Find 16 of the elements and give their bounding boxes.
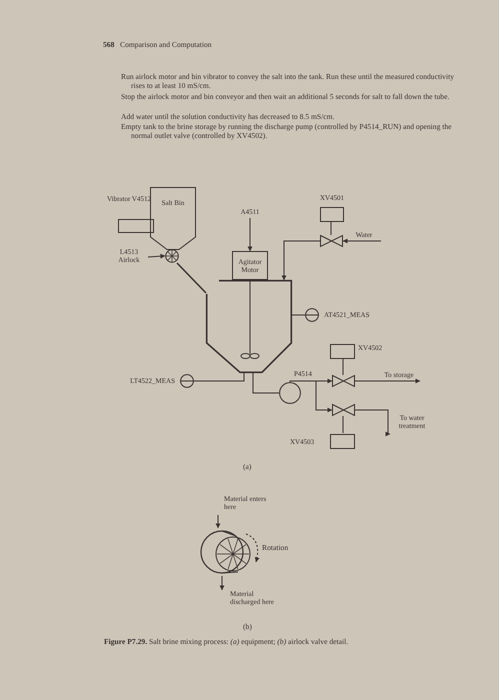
arrow: [354, 378, 420, 384]
arrow: [216, 514, 220, 528]
pipe-line: [342, 358, 344, 376]
pipe-line: [194, 372, 244, 382]
arrow: [342, 238, 382, 244]
pipe-line: [330, 222, 332, 236]
pipe-line: [342, 416, 344, 434]
arrow: [354, 410, 390, 436]
arrow: [220, 576, 224, 590]
arrow: [282, 240, 320, 280]
chute-pipe: [176, 262, 207, 294]
pipe-line: [252, 372, 280, 394]
arrow: [148, 254, 166, 259]
pipe-line: [292, 314, 306, 316]
arrow: [290, 380, 332, 412]
arrow: [248, 218, 252, 252]
